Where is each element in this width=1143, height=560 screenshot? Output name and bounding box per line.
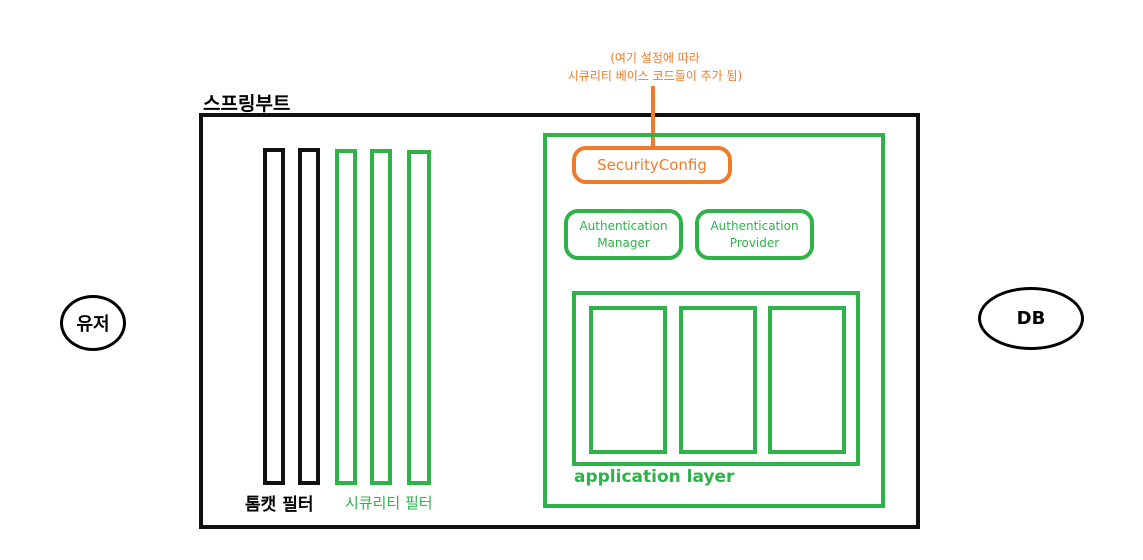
application-layer-component bbox=[679, 306, 757, 454]
config-connector-line bbox=[651, 86, 655, 148]
tomcat-filter-bar bbox=[263, 148, 285, 485]
authentication-provider-line2: Provider bbox=[729, 235, 780, 250]
tomcat-filter-label: 톰캣 필터 bbox=[245, 495, 314, 515]
springboot-label: 스프링부트 bbox=[203, 93, 291, 115]
authentication-manager-box: Authentication Manager bbox=[564, 209, 683, 260]
authentication-manager-line2: Manager bbox=[597, 235, 650, 250]
security-filter-label: 시큐리티 필터 bbox=[345, 494, 433, 512]
tomcat-filter-bar bbox=[298, 148, 320, 485]
springboot-container bbox=[199, 113, 920, 529]
application-layer-component bbox=[589, 306, 667, 454]
security-filter-bar bbox=[335, 149, 357, 485]
user-node: 유저 bbox=[60, 295, 126, 351]
db-label: DB bbox=[1016, 308, 1046, 329]
config-note-line2: 시큐리티 베이스 코드들이 추가 됨) bbox=[567, 69, 743, 83]
application-layer-label: application layer bbox=[574, 467, 735, 487]
config-note: (여기 설정에 따라 시큐리티 베이스 코드들이 추가 됨) bbox=[515, 49, 795, 85]
security-filter-bar bbox=[370, 149, 392, 485]
security-config-label: SecurityConfig bbox=[597, 156, 707, 174]
application-container bbox=[543, 133, 885, 508]
user-label: 유저 bbox=[76, 314, 110, 335]
authentication-provider-line1: Authentication bbox=[710, 218, 799, 233]
authentication-provider-box: Authentication Provider bbox=[695, 209, 814, 260]
security-filter-bar bbox=[407, 150, 431, 485]
application-layer-component bbox=[768, 306, 846, 454]
db-node: DB bbox=[978, 287, 1084, 350]
authentication-manager-line1: Authentication bbox=[579, 218, 668, 233]
application-layer-box bbox=[572, 291, 860, 466]
security-config-box: SecurityConfig bbox=[572, 146, 732, 184]
config-note-line1: (여기 설정에 따라 bbox=[610, 51, 700, 65]
